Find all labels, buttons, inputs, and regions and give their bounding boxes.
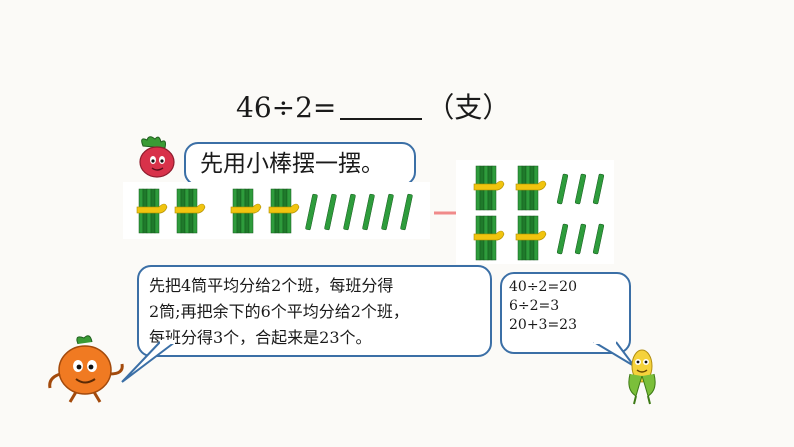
unit-text: （支）: [426, 91, 511, 124]
single-stick-icon: [556, 173, 569, 205]
explanation-line-2: 2筒;再把余下的6个平均分给2个班，: [149, 302, 409, 321]
stick-bundle-icon: [268, 188, 300, 234]
explanation-bubble-tail: [121, 340, 176, 383]
stick-bundle-icon: [230, 188, 262, 234]
single-stick-icon: [400, 193, 413, 231]
single-stick-icon: [574, 173, 587, 205]
stick-bundle-icon: [515, 215, 547, 261]
equation-text: 46÷2=: [236, 91, 337, 124]
explanation-bubble: 先把4筒平均分给2个班，每班分得 2筒;再把余下的6个平均分给2个班， 每班分得…: [137, 265, 492, 357]
single-stick-icon: [592, 223, 605, 255]
stick-bundle-icon: [174, 188, 206, 234]
single-stick-icon: [592, 173, 605, 205]
orange-mascot-icon: [40, 334, 130, 404]
single-stick-icon: [574, 223, 587, 255]
calc-line-1: 40÷2=20: [509, 279, 577, 295]
radish-mascot-icon: [133, 134, 181, 180]
equation-title: 46÷2= （支）: [236, 88, 536, 128]
sticks-after-panel: [456, 160, 614, 264]
calc-line-3: 20+3=23: [509, 317, 577, 333]
prompt-bubble: 先用小棒摆一摆。: [184, 142, 416, 186]
stick-bundle-icon: [473, 215, 505, 261]
stick-bundle-icon: [473, 165, 505, 211]
single-stick-icon: [305, 193, 318, 231]
explanation-line-1: 先把4筒平均分给2个班，每班分得: [149, 276, 394, 295]
prompt-text: 先用小棒摆一摆。: [200, 151, 384, 177]
answer-blank[interactable]: [340, 88, 423, 120]
single-stick-icon: [324, 193, 337, 231]
single-stick-icon: [343, 193, 356, 231]
single-stick-icon: [362, 193, 375, 231]
single-stick-icon: [556, 223, 569, 255]
stick-bundle-icon: [515, 165, 547, 211]
calc-line-2: 6÷2=3: [509, 298, 560, 314]
sticks-before-panel: [123, 182, 430, 239]
corn-mascot-icon: [624, 346, 660, 406]
explanation-line-3: 每班分得3个，合起来是23个。: [149, 328, 372, 347]
single-stick-icon: [381, 193, 394, 231]
stick-bundle-icon: [136, 188, 168, 234]
